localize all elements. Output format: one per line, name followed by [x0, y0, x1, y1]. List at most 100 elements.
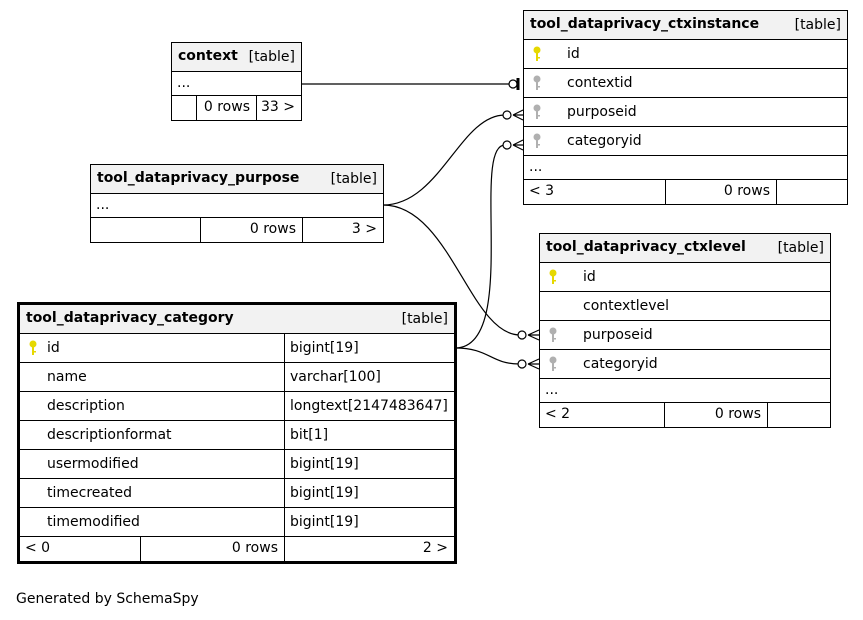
- foreign-key-icon: [532, 75, 542, 91]
- stats-row: < 0 0 rows 2 >: [20, 537, 454, 561]
- edge-purpose-ctxinstance: [382, 114, 506, 206]
- ellipsis-row: ...: [172, 72, 301, 96]
- column-name: id: [583, 269, 596, 285]
- column-name: timemodified: [47, 514, 140, 530]
- edge-category-ctxinstance: [454, 144, 506, 349]
- table-header: tool_dataprivacy_purpose [table]: [91, 165, 383, 194]
- children-count: 2 >: [284, 537, 454, 561]
- column-name: descriptionformat: [47, 427, 172, 443]
- ellipsis: ...: [96, 197, 110, 213]
- edge-zero-circle: [517, 359, 527, 369]
- column-row[interactable]: categoryid: [540, 350, 830, 379]
- children-count: 33 >: [256, 96, 301, 120]
- table-type: [table]: [401, 311, 448, 327]
- table-type: [table]: [794, 17, 841, 33]
- table-name: tool_dataprivacy_category: [26, 310, 234, 326]
- stats-row: < 2 0 rows: [540, 403, 830, 427]
- column-row[interactable]: description longtext[2147483647]: [20, 392, 454, 421]
- parents-count: < 0: [25, 540, 51, 556]
- row-count: 0 rows: [196, 96, 256, 120]
- parents-cell: [172, 96, 196, 120]
- column-type: bigint[19]: [284, 450, 454, 478]
- column-name: contextid: [567, 75, 633, 91]
- column-row[interactable]: id: [524, 40, 847, 69]
- stats-row: 0 rows 3 >: [91, 218, 383, 242]
- column-row[interactable]: id bigint[19]: [20, 334, 454, 363]
- table-type: [table]: [777, 240, 824, 256]
- children-count: 3 >: [302, 218, 383, 242]
- foreign-key-icon: [548, 356, 558, 372]
- table-context[interactable]: context [table] ... 0 rows 33 >: [171, 42, 302, 121]
- column-name: timecreated: [47, 485, 132, 501]
- foreign-key-icon: [532, 133, 542, 149]
- stats-row: < 3 0 rows: [524, 180, 847, 204]
- foreign-key-icon: [532, 104, 542, 120]
- table-tool-dataprivacy-purpose[interactable]: tool_dataprivacy_purpose [table] ... 0 r…: [90, 164, 384, 243]
- edge-zero-circle: [502, 110, 512, 120]
- column-row[interactable]: id: [540, 263, 830, 292]
- primary-key-icon: [548, 269, 558, 285]
- parents-cell: [91, 218, 200, 242]
- children-cell: [776, 180, 847, 204]
- primary-key-icon: [28, 340, 38, 356]
- generated-by-note: Generated by SchemaSpy: [16, 591, 199, 607]
- table-header: tool_dataprivacy_category [table]: [20, 305, 454, 334]
- column-type: bigint[19]: [284, 508, 454, 536]
- table-name: tool_dataprivacy_purpose: [97, 170, 300, 186]
- edge-zero-circle: [517, 330, 527, 340]
- ellipsis-row: ...: [91, 194, 383, 218]
- stats-row: 0 rows 33 >: [172, 96, 301, 120]
- edge-zero-circle: [508, 79, 518, 89]
- column-name: name: [47, 369, 87, 385]
- table-tool-dataprivacy-ctxlevel[interactable]: tool_dataprivacy_ctxlevel [table] id con…: [539, 233, 831, 428]
- column-row[interactable]: purposeid: [540, 321, 830, 350]
- ellipsis: ...: [529, 159, 543, 175]
- column-name: description: [47, 398, 125, 414]
- parents-count: < 3: [529, 183, 555, 199]
- table-tool-dataprivacy-ctxinstance[interactable]: tool_dataprivacy_ctxinstance [table] id …: [523, 10, 848, 205]
- table-header: tool_dataprivacy_ctxinstance [table]: [524, 11, 847, 40]
- table-name: tool_dataprivacy_ctxinstance: [530, 16, 760, 32]
- column-row[interactable]: categoryid: [524, 127, 847, 156]
- row-count: 0 rows: [140, 537, 284, 561]
- table-name: context: [178, 48, 238, 64]
- children-cell: [767, 403, 830, 427]
- column-row[interactable]: name varchar[100]: [20, 363, 454, 392]
- column-row[interactable]: usermodified bigint[19]: [20, 450, 454, 479]
- edge-zero-circle: [502, 140, 512, 150]
- column-row[interactable]: contextlevel: [540, 292, 830, 321]
- column-type: bigint[19]: [284, 479, 454, 507]
- ellipsis: ...: [545, 382, 559, 398]
- column-name: categoryid: [567, 133, 642, 149]
- ellipsis: ...: [177, 75, 191, 91]
- column-name: id: [47, 340, 60, 356]
- parents-count: < 2: [545, 406, 571, 422]
- primary-key-icon: [532, 46, 542, 62]
- ellipsis-row: ...: [540, 379, 830, 403]
- column-type: bit[1]: [284, 421, 454, 449]
- table-type: [table]: [248, 49, 295, 65]
- row-count: 0 rows: [665, 180, 776, 204]
- column-name: contextlevel: [583, 298, 670, 314]
- column-row[interactable]: descriptionformat bit[1]: [20, 421, 454, 450]
- column-name: categoryid: [583, 356, 658, 372]
- column-name: purposeid: [567, 104, 637, 120]
- row-count: 0 rows: [200, 218, 302, 242]
- column-type: varchar[100]: [284, 363, 454, 391]
- table-header: context [table]: [172, 43, 301, 72]
- edge-category-ctxlevel: [454, 347, 521, 365]
- column-row[interactable]: timemodified bigint[19]: [20, 508, 454, 537]
- column-row[interactable]: contextid: [524, 69, 847, 98]
- column-name: purposeid: [583, 327, 653, 343]
- table-tool-dataprivacy-category[interactable]: tool_dataprivacy_category [table] id big…: [17, 302, 457, 564]
- edge-purpose-ctxlevel: [382, 204, 521, 336]
- column-row[interactable]: purposeid: [524, 98, 847, 127]
- column-type: longtext[2147483647]: [284, 392, 454, 420]
- foreign-key-icon: [548, 327, 558, 343]
- column-type: bigint[19]: [284, 334, 454, 362]
- table-name: tool_dataprivacy_ctxlevel: [546, 239, 746, 255]
- column-name: usermodified: [47, 456, 139, 472]
- column-row[interactable]: timecreated bigint[19]: [20, 479, 454, 508]
- table-type: [table]: [330, 171, 377, 187]
